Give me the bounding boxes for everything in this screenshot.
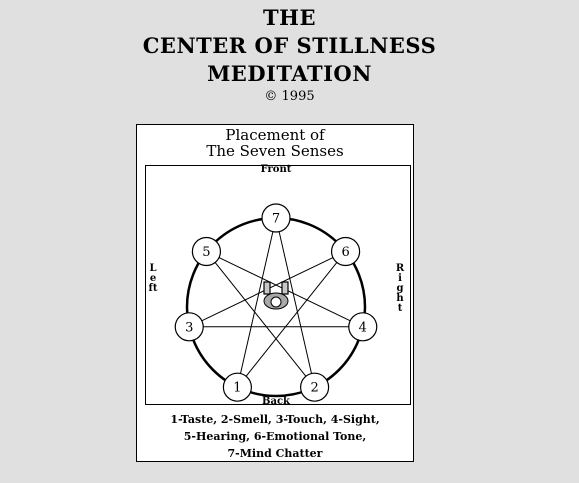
sense-marker-circle: [174, 312, 204, 342]
sense-marker-label: 4: [359, 320, 367, 335]
star-line: [236, 251, 346, 388]
sense-marker-1: 1: [222, 372, 252, 402]
sense-marker-label: 1: [233, 381, 241, 396]
legend-line-1: 1-Taste, 2-Smell, 3-Touch, 4-Sight,: [170, 413, 380, 426]
diagram-frame: [145, 165, 411, 405]
sense-marker-circle: [261, 203, 291, 233]
sense-marker-2: 2: [300, 372, 330, 402]
sense-marker-6: 6: [330, 236, 361, 267]
title-line-1: THE: [263, 5, 316, 30]
title-line-3: MEDITATION: [207, 61, 372, 86]
direction-left: Left: [148, 263, 158, 294]
sense-marker-circle: [222, 372, 252, 402]
sense-marker-label: 6: [341, 245, 349, 260]
legend-line-2: 5-Hearing, 6-Emotional Tone,: [183, 430, 367, 443]
page-header: THE CENTER OF STILLNESS MEDITATION © 199…: [0, 4, 579, 105]
direction-right: Right: [395, 263, 405, 314]
direction-back: Back: [262, 396, 290, 407]
card-title-line-1: Placement of: [225, 126, 325, 144]
sense-marker-label: 7: [272, 212, 280, 227]
sense-marker-circle: [330, 236, 361, 267]
sense-marker-3: 3: [174, 312, 204, 342]
star-line: [236, 217, 277, 388]
meditator-figure: [263, 281, 289, 310]
sense-marker-circle: [191, 236, 222, 267]
star-line: [275, 217, 316, 388]
star-line: [206, 251, 316, 388]
sense-marker-circle: [348, 312, 378, 342]
copyright-notice: © 1995: [264, 89, 315, 104]
card-title-line-2: The Seven Senses: [206, 142, 344, 160]
direction-front: Front: [260, 164, 292, 175]
sense-marker-label: 3: [185, 320, 193, 335]
sense-marker-4: 4: [348, 312, 378, 342]
senses-legend: 1-Taste, 2-Smell, 3-Touch, 4-Sight, 5-He…: [137, 411, 413, 462]
sense-marker-label: 5: [202, 245, 210, 260]
sense-marker-5: 5: [191, 236, 222, 267]
seven-senses-card: Placement of The Seven Senses 7 6 4 2 1 3 5 Fr…: [136, 124, 414, 462]
seven-senses-diagram: 7 6 4 2 1 3 5: [174, 203, 378, 402]
sense-marker-circle: [300, 372, 330, 402]
sense-marker-7: 7: [261, 203, 291, 233]
title-line-2: CENTER OF STILLNESS: [142, 33, 437, 58]
sense-markers: 7 6 4 2 1 3 5: [174, 203, 378, 402]
card-title: Placement of The Seven Senses: [137, 127, 413, 159]
legend-line-3: 7-Mind Chatter: [227, 447, 323, 460]
sense-marker-label: 2: [310, 381, 318, 396]
